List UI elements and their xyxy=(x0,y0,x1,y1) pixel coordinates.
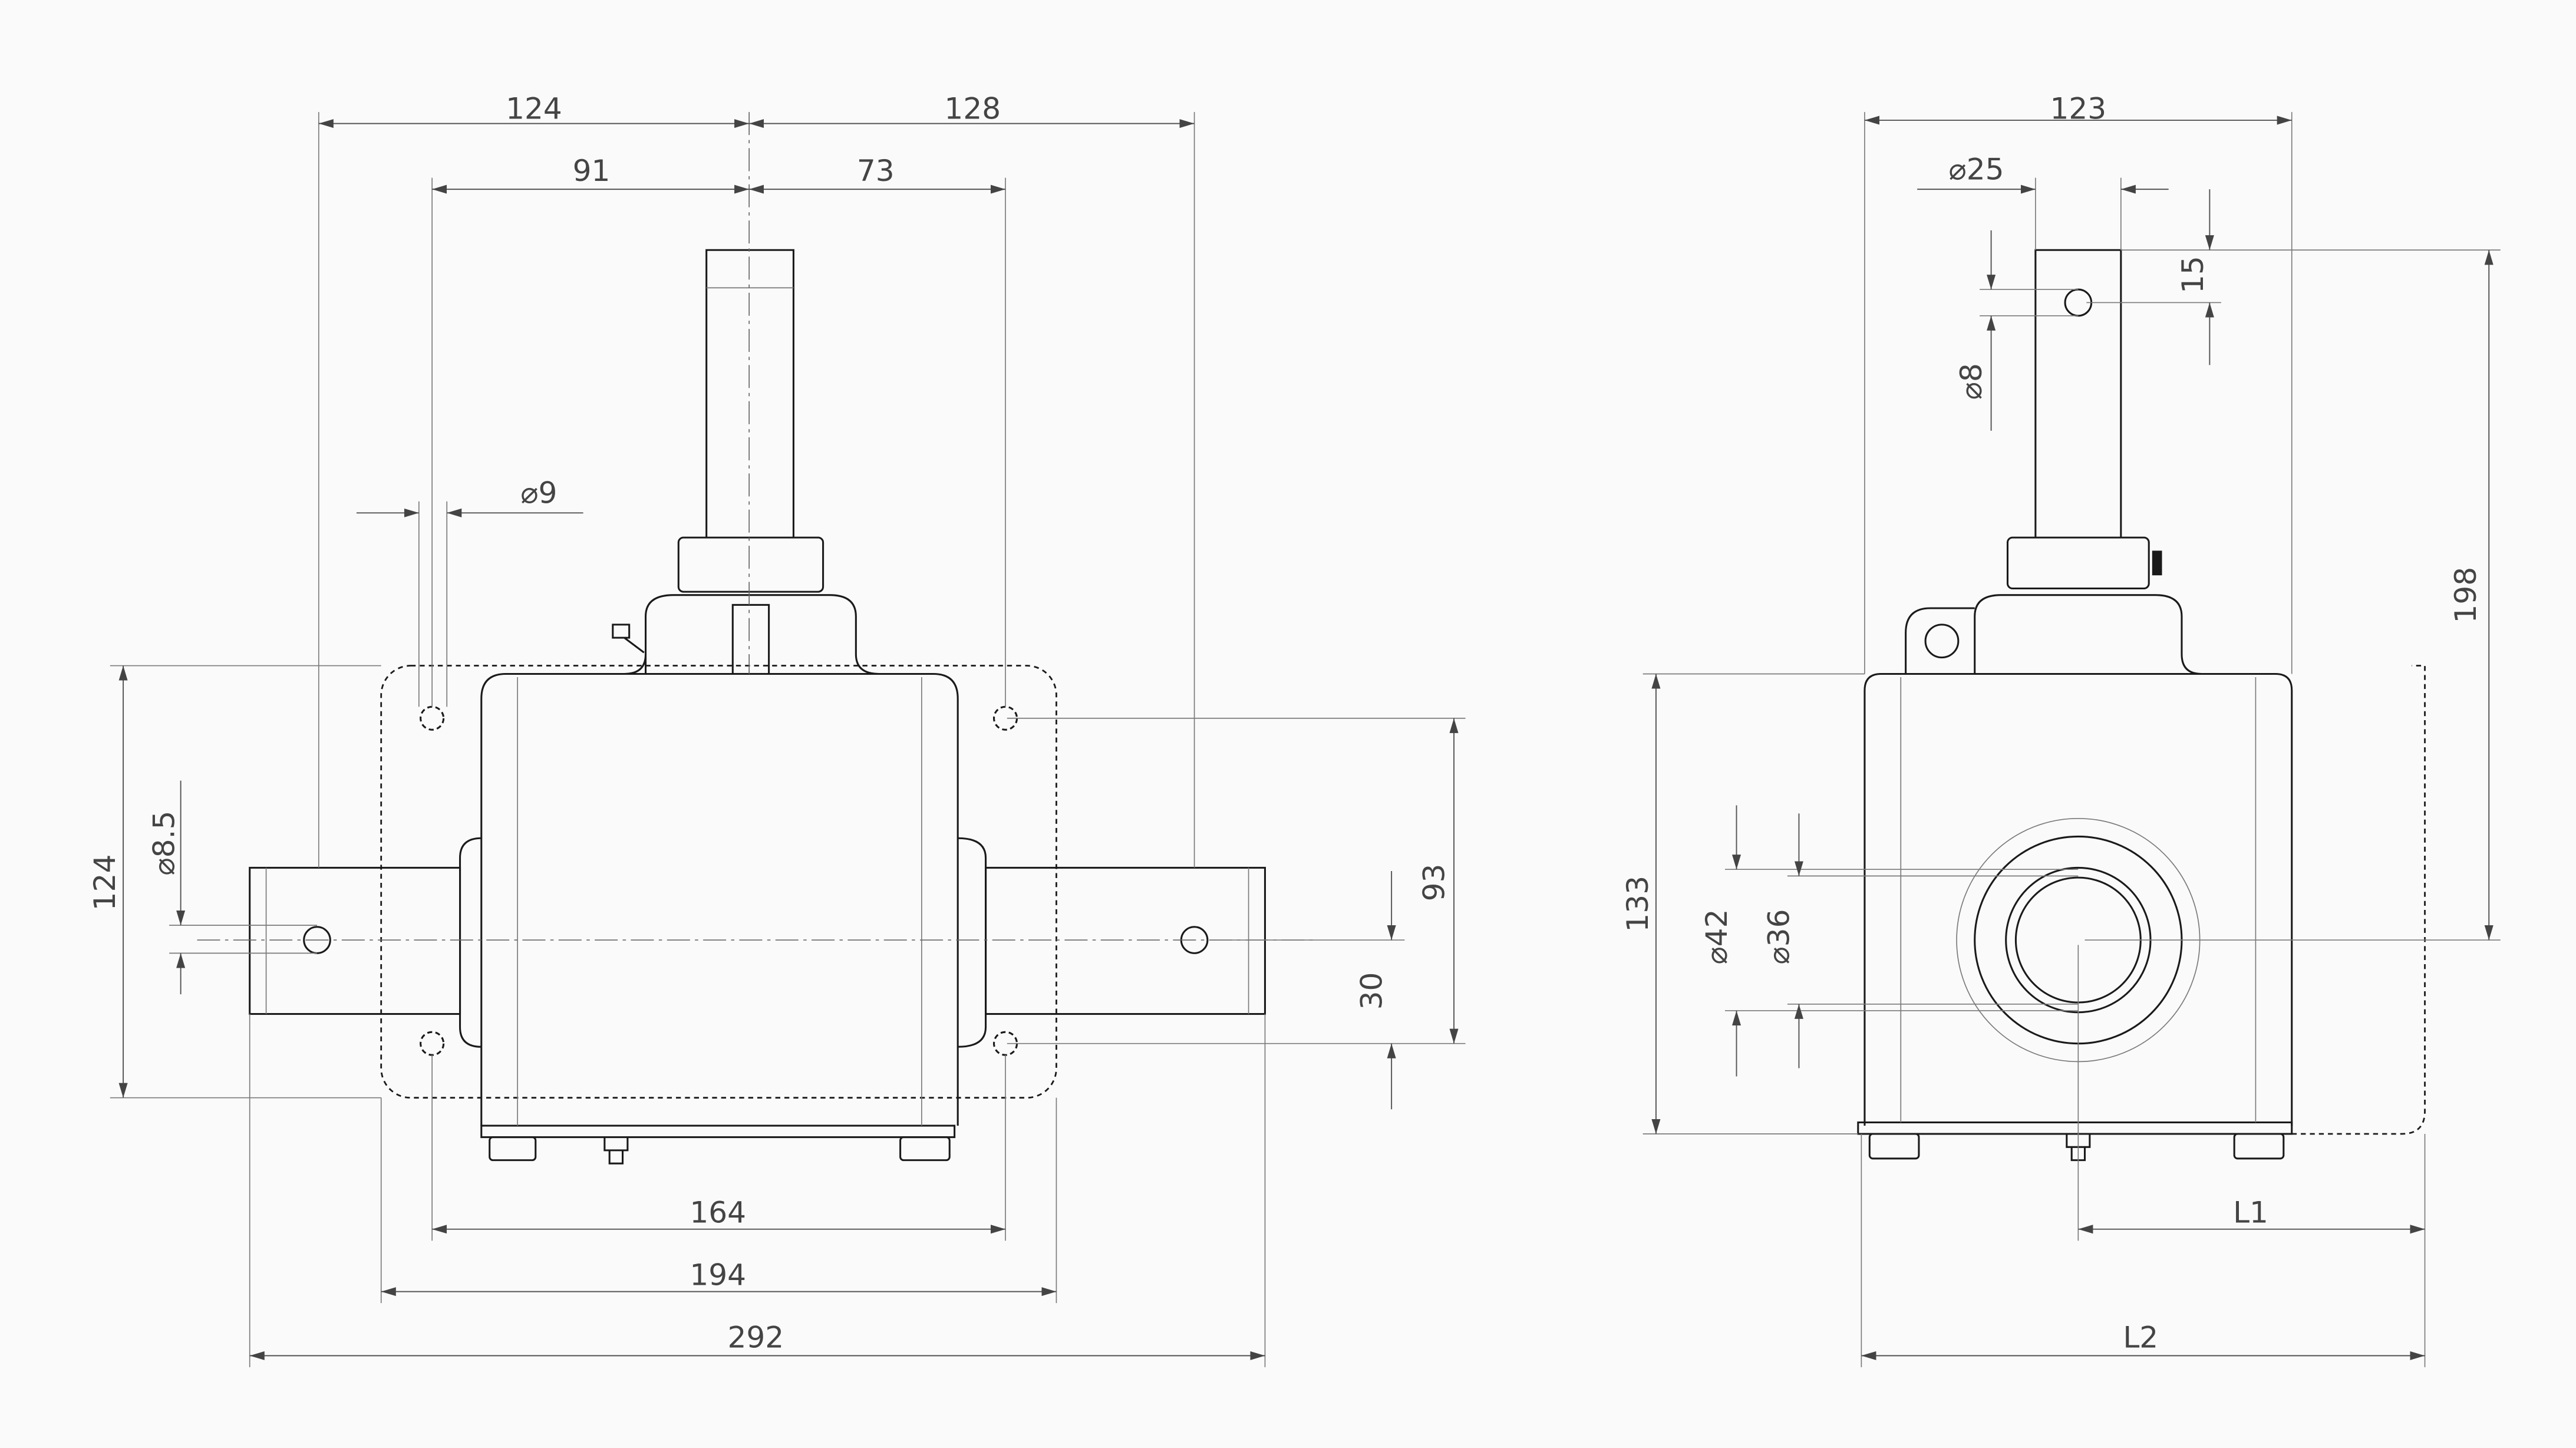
dim-width-right-top: 128 xyxy=(944,91,1001,126)
dim-pin-offset: 15 xyxy=(2175,256,2210,293)
dim-hole-right: 73 xyxy=(857,153,895,188)
bolt xyxy=(2233,1133,2285,1160)
bracket-outline xyxy=(1858,665,2426,1135)
dim-flange-height: 124 xyxy=(87,855,122,911)
ear-hole xyxy=(1924,624,1960,659)
dim-length-1: L1 xyxy=(2233,1195,2268,1230)
side-base-plate xyxy=(1857,1121,2293,1135)
side-shaft xyxy=(2034,249,2122,538)
collar xyxy=(677,536,824,593)
dim-hole-left: 91 xyxy=(573,153,611,188)
pin-hole xyxy=(303,926,331,954)
dim-pin-hole-diameter: ⌀8.5 xyxy=(146,811,181,876)
mounting-flange-outline xyxy=(380,665,1057,1099)
bolt xyxy=(899,1136,951,1162)
dim-length-2: L2 xyxy=(2123,1320,2158,1354)
dim-body-height: 133 xyxy=(1620,876,1655,932)
dim-width-left-top: 124 xyxy=(506,91,562,126)
dim-hole-spacing-vertical: 93 xyxy=(1416,864,1451,902)
grease-nipple-icon xyxy=(612,624,645,654)
dim-bore-inner: ⌀36 xyxy=(1762,909,1796,964)
dim-pin-diameter: ⌀8 xyxy=(1954,363,1988,400)
bolt xyxy=(1868,1133,1920,1160)
side-body xyxy=(1863,672,2293,1126)
dim-body-width: 123 xyxy=(2050,91,2106,126)
left-flange xyxy=(459,837,481,1048)
dim-shaft-height: 198 xyxy=(2448,567,2483,624)
right-shaft xyxy=(985,866,1266,1015)
side-collar xyxy=(2006,536,2150,590)
dim-shaft-diameter: ⌀25 xyxy=(1949,151,2004,186)
base-plate xyxy=(480,1124,956,1139)
dim-hole-diameter: ⌀9 xyxy=(520,476,557,510)
left-shaft xyxy=(249,866,461,1015)
key xyxy=(731,603,770,675)
mounting-hole xyxy=(420,705,445,731)
ear xyxy=(1905,607,1975,674)
dim-hole-spacing-horizontal: 164 xyxy=(690,1195,746,1230)
dim-bore-outer: ⌀42 xyxy=(1699,909,1734,964)
side-view: 123 ⌀25 15 198 ⌀8 133 ⌀42 ⌀36 L1 L2 xyxy=(1620,91,2501,1367)
top-housing xyxy=(645,594,879,675)
right-flange xyxy=(958,837,987,1048)
dim-center-to-hole: 30 xyxy=(1354,972,1388,1010)
bolt xyxy=(489,1136,537,1162)
dim-overall-width: 292 xyxy=(727,1320,784,1354)
vertical-shaft xyxy=(705,249,794,538)
grease-nipple-icon xyxy=(2152,550,2162,576)
mounting-hole xyxy=(420,1031,445,1056)
side-top-housing xyxy=(1974,594,2202,675)
drain-nipple xyxy=(603,1137,629,1165)
dim-flange-width: 194 xyxy=(690,1257,746,1292)
front-view: 124 128 91 73 ⌀9 124 ⌀8.5 93 30 164 194 … xyxy=(87,91,1466,1367)
gearbox-body xyxy=(480,672,959,1126)
